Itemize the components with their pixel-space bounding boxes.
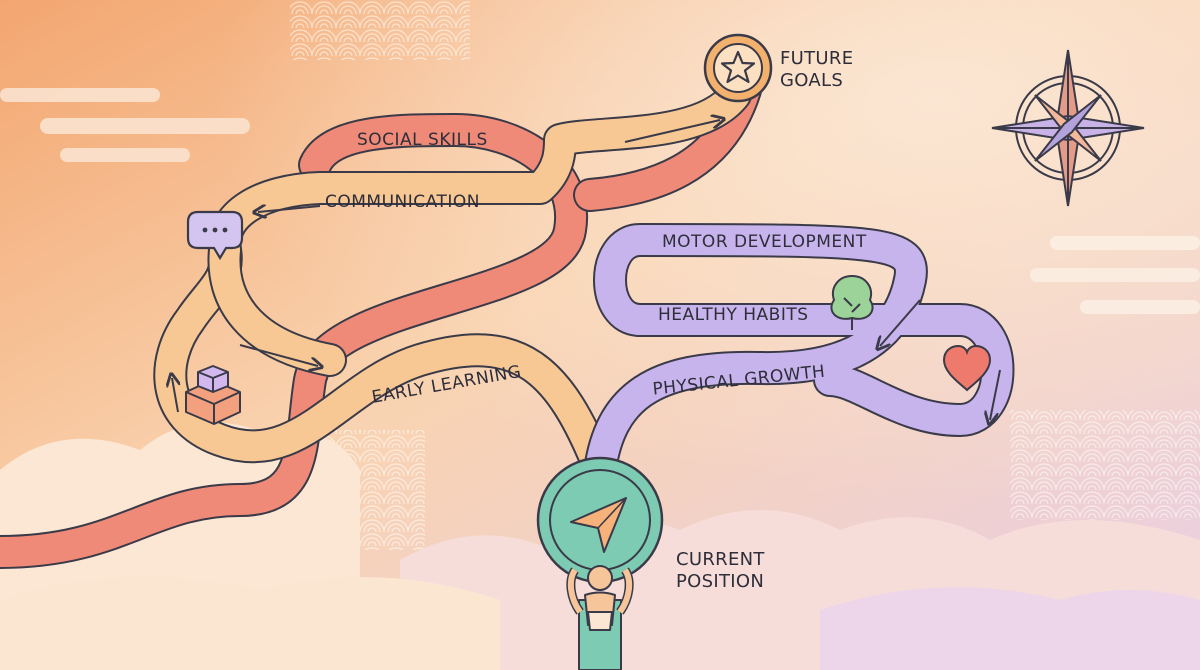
cloud-bands-right bbox=[1030, 236, 1200, 314]
wave-pattern bbox=[290, 0, 470, 60]
label-future-goals-line1: FUTURE bbox=[780, 48, 853, 69]
label-current-position-line1: CURRENT bbox=[676, 549, 765, 570]
label-communication: COMMUNICATION bbox=[325, 192, 480, 212]
label-social-skills: SOCIAL SKILLS bbox=[357, 130, 488, 150]
speech-bubble-icon bbox=[186, 210, 244, 261]
tree-icon bbox=[830, 274, 874, 330]
label-motor-development: MOTOR DEVELOPMENT bbox=[662, 232, 867, 252]
cloud-bands-left bbox=[0, 88, 250, 162]
label-future-goals-line2: GOALS bbox=[780, 70, 843, 91]
label-current-position-line2: POSITION bbox=[676, 571, 764, 592]
road-physical-growth bbox=[583, 223, 1015, 487]
label-healthy-habits: HEALTHY HABITS bbox=[658, 305, 809, 325]
blocks-icon bbox=[185, 365, 241, 425]
child-figure-icon bbox=[566, 565, 634, 670]
navigation-arrow-icon bbox=[536, 456, 664, 584]
wave-pattern bbox=[1010, 410, 1200, 520]
road-communication bbox=[153, 78, 752, 487]
direction-arrows bbox=[172, 120, 1001, 420]
heart-icon bbox=[942, 344, 992, 392]
compass-rose-icon bbox=[991, 49, 1145, 207]
star-icon bbox=[703, 33, 773, 103]
